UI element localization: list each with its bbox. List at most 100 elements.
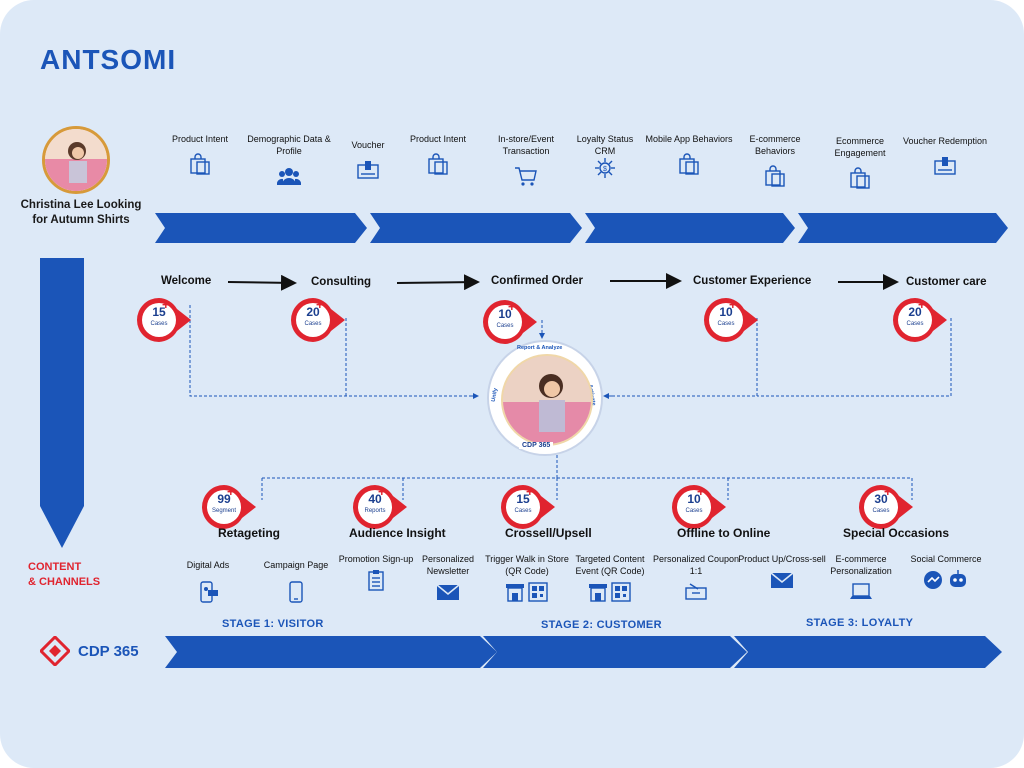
channel-item: Product Up/Cross-sell — [736, 553, 828, 596]
persona-avatar — [42, 126, 110, 194]
data-point-sublabel: CRM — [594, 146, 616, 156]
channel-label: Personalized Newsletter — [421, 554, 475, 576]
stage-timeline-bar — [165, 636, 1002, 668]
badge-count: 20 — [306, 305, 320, 319]
data-point-item: E-commerce Behaviors — [730, 133, 820, 192]
tactic-label: Special Occasions — [843, 526, 950, 540]
tactic-label: Retageting — [218, 526, 281, 540]
channel-item: Targeted Content Event (QR Code) — [564, 553, 656, 608]
count-badge: 10+Cases — [479, 297, 541, 347]
journey-stage-label: Welcome — [161, 275, 212, 287]
channel-item: Trigger Walk in Store (QR Code) — [481, 553, 573, 608]
vertical-flow-arrow — [40, 258, 84, 548]
channel-label: E-commerce Personalization — [830, 554, 892, 576]
badge-count: 99 — [217, 492, 231, 506]
badge-count: 15 — [152, 305, 166, 319]
antsomi-logo: ANTSOMI — [40, 44, 176, 76]
hub-report-label: Report & Analyze — [517, 345, 563, 351]
shopping-bag-icon — [393, 153, 483, 180]
channel-item: Campaign Page — [250, 559, 342, 608]
hub-cdp-label: CDP 365 — [519, 442, 554, 449]
data-point-item: Ecommerce Engagement — [815, 135, 905, 194]
count-badge: 10+Cases — [668, 482, 730, 532]
count-badge: 15+ Cases — [133, 295, 195, 345]
shopping-bag-icon — [155, 153, 245, 180]
journey-stage-label: Customer care — [906, 276, 987, 288]
content-label-line1: CONTENT — [28, 561, 82, 573]
data-point-label: Loyalty Status — [576, 134, 634, 144]
data-point-item: Voucher — [323, 139, 413, 186]
tactic-label: Crossell/Upsell — [505, 526, 592, 540]
badge-unit: Cases — [717, 321, 735, 327]
plus-icon: + — [697, 484, 705, 499]
store-qr-icon — [564, 581, 656, 608]
badge-count: 10 — [719, 305, 733, 319]
data-point-item: Voucher Redemption — [900, 135, 990, 182]
badge-count: 15 — [516, 492, 530, 506]
badge-count: 20 — [908, 305, 922, 319]
data-point-label: Product Intent — [409, 134, 467, 144]
channel-item: Social Commerce — [900, 553, 992, 596]
data-point-label: Product Intent — [171, 134, 229, 144]
laptop-icon — [815, 581, 907, 608]
count-badge: 99+ Segment — [198, 482, 260, 532]
badge-unit: Cases — [304, 321, 322, 327]
content-channels-label: CONTENT & CHANNELS — [28, 560, 100, 590]
data-point-label: Voucher Redemption — [902, 136, 988, 146]
shopping-bag-icon — [815, 167, 905, 194]
badge-count: 30 — [874, 492, 888, 506]
plus-icon: + — [162, 297, 170, 312]
data-point-label: In-store/Event Transaction — [497, 134, 555, 156]
channel-item: E-commerce Personalization — [815, 553, 907, 608]
cdp-diamond-icon — [40, 636, 70, 666]
data-point-item: Mobile App Behaviors — [644, 133, 734, 180]
tactic-label: Audience Insight — [349, 526, 446, 540]
plus-icon: + — [884, 484, 892, 499]
journey-stage-label: Confirmed Order — [491, 275, 584, 287]
channel-label: Trigger Walk in Store (QR Code) — [485, 554, 569, 576]
messenger-bot-icon — [900, 569, 992, 596]
data-point-label: Demographic Data & Profile — [247, 134, 331, 156]
count-badge: 30+ Cases — [855, 482, 917, 532]
stage-3-label: STAGE 3: LOYALTY — [806, 617, 914, 629]
plus-icon: + — [316, 297, 324, 312]
tactic-label: Offline to Online — [677, 526, 771, 540]
data-point-label: Mobile App Behaviors — [645, 134, 733, 144]
badge-unit: Reports — [364, 508, 386, 514]
channel-item: Digital Ads — [162, 559, 254, 608]
email-icon — [736, 569, 828, 596]
badge-unit: Cases — [496, 323, 514, 329]
mobile-ads-icon — [162, 581, 254, 608]
data-point-item: Product Intent — [393, 133, 483, 180]
plus-icon: + — [918, 297, 926, 312]
crm-network-icon: $ — [560, 157, 650, 184]
plus-icon: + — [227, 484, 235, 499]
voucher-icon — [323, 159, 413, 186]
badge-unit: Cases — [685, 508, 703, 514]
persona-name: Christina Lee Looking for Autumn Shirts — [20, 199, 142, 226]
plus-icon: + — [508, 299, 516, 314]
badge-unit: Cases — [150, 321, 168, 327]
logo-text: ANTSOMI — [40, 44, 177, 75]
count-badge: 15+ Cases — [497, 482, 559, 532]
cart-icon — [481, 165, 571, 192]
badge-count: 40 — [368, 492, 382, 506]
channel-label: Campaign Page — [263, 560, 329, 570]
data-point-label: Voucher — [351, 140, 385, 150]
channel-item: Personalized Newsletter — [402, 553, 494, 608]
badge-unit: Segment — [211, 508, 236, 514]
plus-icon: + — [526, 484, 534, 499]
coupon-icon — [650, 581, 742, 608]
badge-unit: Cases — [872, 508, 890, 514]
data-point-item: Product Intent — [155, 133, 245, 180]
channel-label: Product Up/Cross-sell — [738, 554, 826, 564]
channel-label: Targeted Content Event (QR Code) — [575, 554, 645, 576]
count-badge: 10+Cases — [700, 295, 762, 345]
store-qr-icon — [481, 581, 573, 608]
cdp-brand-text: CDP 365 — [78, 642, 139, 660]
hub-photo — [501, 354, 593, 446]
users-icon — [244, 165, 334, 192]
badge-unit: Cases — [514, 508, 532, 514]
channel-item: Promotion Sign-up — [330, 553, 422, 596]
